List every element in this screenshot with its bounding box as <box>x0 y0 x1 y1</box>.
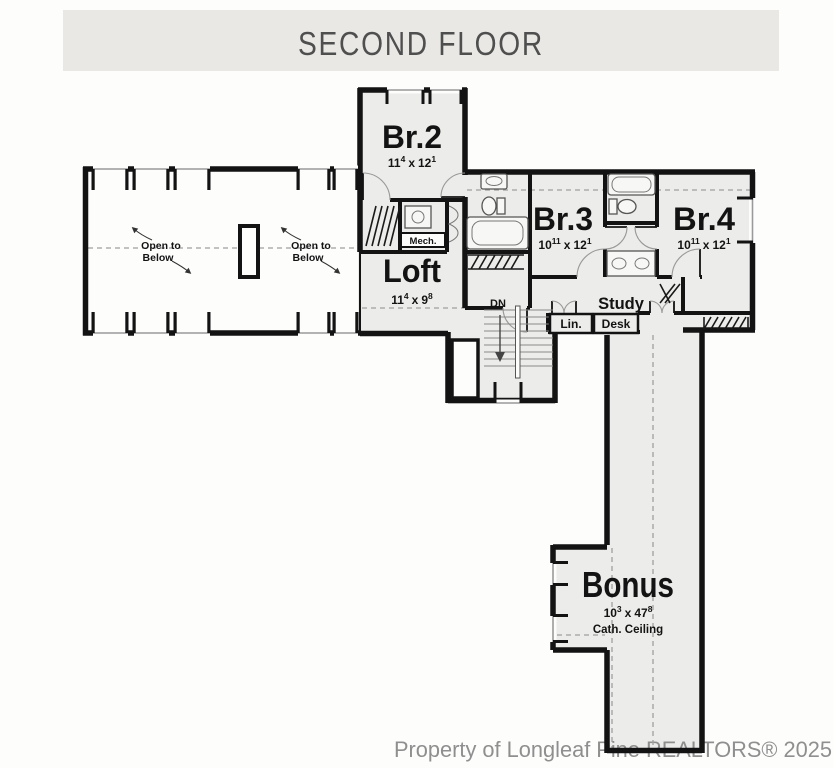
room-label-br4: Br.4 <box>673 201 735 237</box>
door-br4 <box>671 248 701 278</box>
window-icon <box>296 165 331 190</box>
door-bath1 <box>440 172 466 198</box>
door-br2 <box>362 172 391 201</box>
window-icon <box>493 382 523 407</box>
window-icon <box>549 614 568 643</box>
linen-closet-box <box>548 312 594 335</box>
vanity-icon <box>606 250 656 277</box>
window-icon <box>332 165 359 190</box>
stair-rail <box>515 305 521 379</box>
stair-closet <box>450 338 480 400</box>
window-icon <box>428 86 463 104</box>
bathtub-icon <box>607 173 656 196</box>
window-icon <box>173 312 211 337</box>
double-door-study-west <box>551 300 577 314</box>
mech-unit <box>404 205 432 229</box>
title-banner-bg <box>63 10 779 71</box>
windows <box>91 86 756 643</box>
window-icon <box>91 312 129 337</box>
door-bath2-right <box>634 226 658 250</box>
window-icon <box>332 312 359 337</box>
door-br3 <box>576 248 606 278</box>
window-icon <box>132 312 170 337</box>
toilet-icon <box>496 197 506 215</box>
bathtub-icon <box>466 216 529 250</box>
door-closet1 <box>502 307 528 333</box>
hvac-icon <box>404 205 432 229</box>
window-icon <box>296 312 331 337</box>
open-below-right-1: Open to <box>291 240 331 252</box>
room-label-loft: Loft <box>383 253 441 289</box>
closet-hatch <box>703 316 749 330</box>
room-label-br3: Br.3 <box>533 201 593 237</box>
window-icon <box>385 86 425 104</box>
column <box>238 224 260 279</box>
title-banner: SECOND FLOOR <box>63 10 779 71</box>
dashed-lines <box>88 189 750 748</box>
label-lin: Lin. <box>560 317 581 331</box>
open-below-left-1: Open to <box>141 240 181 252</box>
window-icon <box>132 165 170 190</box>
door-bath2-left <box>604 226 628 250</box>
open-below-left-2: Below <box>143 252 175 264</box>
bifold-door-mech <box>447 205 459 243</box>
closet-hatch <box>468 254 524 270</box>
closet-hatch <box>365 205 401 247</box>
room-label-study: Study <box>598 295 645 313</box>
bathroom-2-fixtures <box>606 173 656 277</box>
fixtures <box>238 173 656 279</box>
double-door-study-east <box>649 300 675 314</box>
window-icon <box>91 165 129 190</box>
closet-hatch <box>659 283 681 304</box>
sink-icon <box>480 173 508 190</box>
doors <box>362 172 701 333</box>
closet-hatches <box>365 205 749 330</box>
label-desk: Desk <box>602 317 631 331</box>
desk-box <box>592 312 640 335</box>
window-icon <box>173 165 211 190</box>
window-icon <box>737 196 756 244</box>
room-note-bonus: Cath. Ceiling <box>593 624 663 636</box>
staircase: DN <box>450 298 553 400</box>
open-below-leaders <box>131 227 341 274</box>
label-mech: Mech. <box>410 236 437 247</box>
page-title: SECOND FLOOR <box>298 25 544 62</box>
stairs-dn-label: DN <box>490 298 506 310</box>
room-label-br2: Br.2 <box>382 119 442 155</box>
toilet-icon <box>608 198 618 215</box>
bathroom-1-fixtures <box>466 173 529 250</box>
room-label-bonus: Bonus <box>582 564 674 605</box>
mech-label-box <box>400 232 446 248</box>
open-below-right-2: Below <box>293 252 325 264</box>
window-icon <box>549 561 568 586</box>
